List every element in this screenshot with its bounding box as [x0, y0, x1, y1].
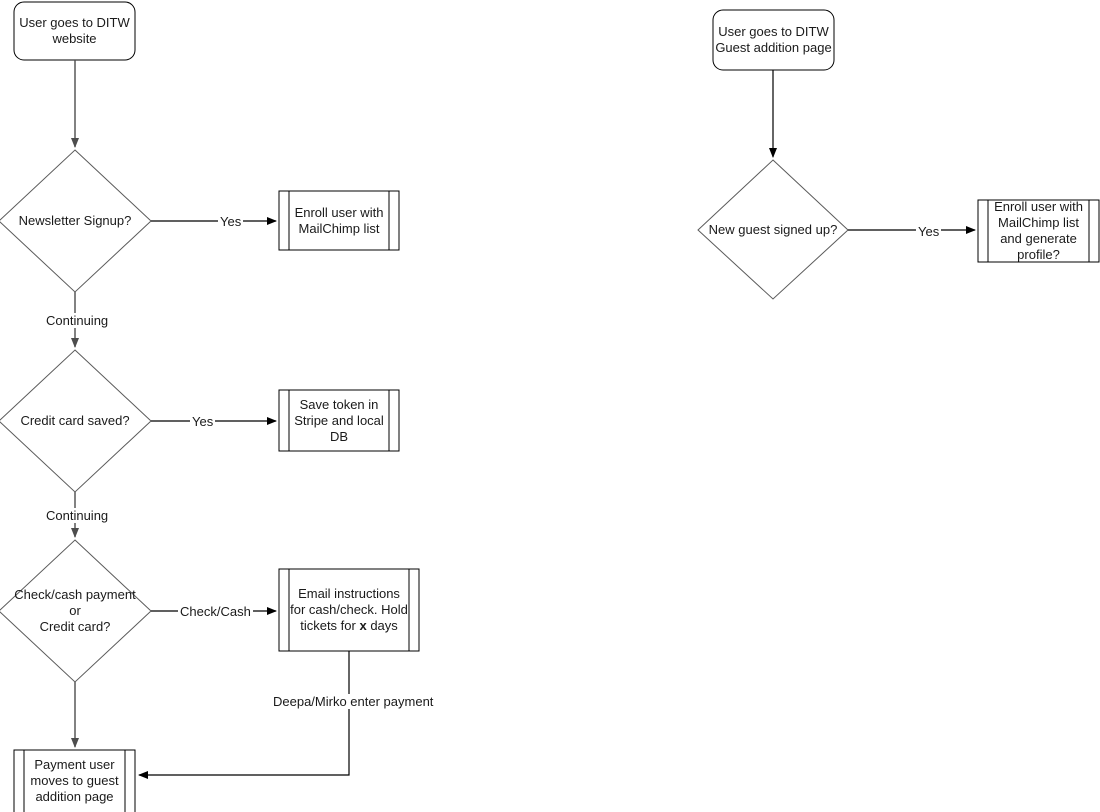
edge-label-yes-newsletter: Yes	[218, 214, 244, 229]
node-process-stripe-shape	[278, 389, 400, 452]
edge-label-deepa-mirko: Deepa/Mirko enter payment	[271, 694, 436, 709]
node-decision-newsletter-shape	[0, 149, 152, 293]
edge-label-continuing-1: Continuing	[44, 313, 111, 328]
node-process-mailchimp-shape	[278, 190, 400, 251]
node-start-guest-page-shape	[712, 9, 835, 71]
edge-label-yes-new-guest: Yes	[916, 224, 942, 239]
edge-label-yes-credit-card: Yes	[190, 414, 216, 429]
node-process-email-shape	[278, 568, 420, 652]
edge-email-to-payment-user	[138, 651, 350, 779]
node-start-website-shape	[13, 1, 136, 61]
node-decision-payment-type-shape	[0, 539, 152, 683]
node-decision-credit-card-shape	[0, 349, 152, 493]
node-decision-new-guest-shape	[697, 159, 849, 300]
node-process-mailchimp-profile-shape	[977, 199, 1100, 263]
edge-label-check-cash: Check/Cash	[178, 604, 253, 619]
edge-label-continuing-2: Continuing	[44, 508, 111, 523]
node-process-payment-user-shape	[13, 749, 136, 812]
